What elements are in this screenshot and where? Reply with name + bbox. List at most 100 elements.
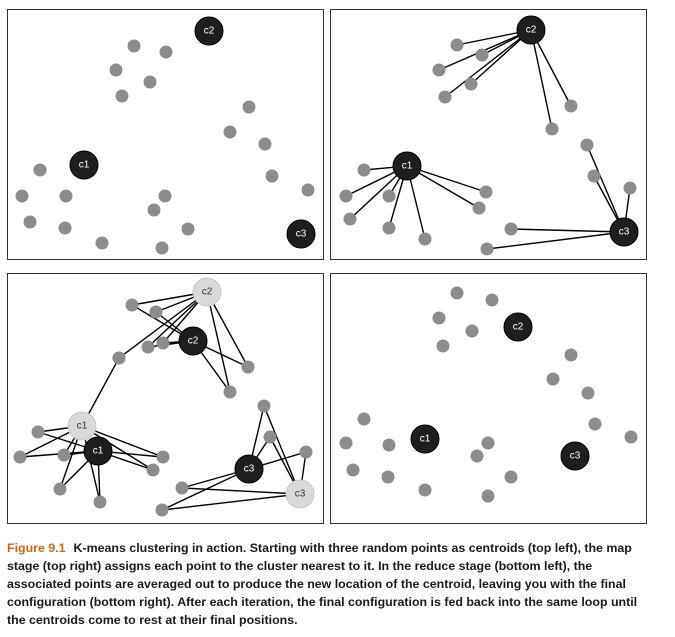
centroid-label: c3 bbox=[295, 489, 306, 500]
assignment-line bbox=[444, 29, 532, 98]
centroid-marker bbox=[178, 326, 208, 356]
data-point bbox=[156, 336, 170, 350]
data-point bbox=[357, 163, 371, 177]
centroid-c3: c3 bbox=[286, 219, 316, 249]
assignment-line bbox=[263, 405, 301, 495]
data-point bbox=[485, 293, 499, 307]
data-point bbox=[450, 286, 464, 300]
centroid-label: c3 bbox=[570, 451, 581, 462]
figure-label: Figure 9.1 bbox=[7, 541, 66, 555]
assignment-line bbox=[206, 291, 231, 393]
centroid-c3: c3 bbox=[560, 441, 590, 471]
centroid-c2-previous: c2 bbox=[192, 277, 222, 307]
data-point bbox=[438, 90, 452, 104]
centroid-c2: c2 bbox=[503, 312, 533, 342]
data-point bbox=[13, 450, 27, 464]
data-point bbox=[475, 48, 489, 62]
data-point bbox=[464, 77, 478, 91]
panel-top-right: c1 c2 c3 bbox=[330, 9, 647, 260]
centroid-marker bbox=[392, 151, 422, 181]
data-point bbox=[181, 222, 195, 236]
data-point bbox=[149, 305, 163, 319]
centroid-c3: c3 bbox=[609, 217, 639, 247]
centroid-c1: c1 bbox=[392, 151, 422, 181]
data-point bbox=[301, 183, 315, 197]
data-point bbox=[58, 221, 72, 235]
data-point bbox=[263, 430, 277, 444]
data-point bbox=[146, 463, 160, 477]
centroid-marker bbox=[67, 411, 97, 441]
data-point bbox=[432, 63, 446, 77]
data-point bbox=[93, 495, 107, 509]
data-point bbox=[504, 222, 518, 236]
data-point bbox=[143, 75, 157, 89]
data-point bbox=[564, 348, 578, 362]
centroid-marker bbox=[69, 150, 99, 180]
centroid-marker bbox=[192, 277, 222, 307]
data-point bbox=[343, 212, 357, 226]
data-point bbox=[418, 483, 432, 497]
centroid-c2: c2 bbox=[194, 16, 224, 46]
data-point bbox=[95, 236, 109, 250]
centroid-c1: c1 bbox=[410, 424, 440, 454]
data-point bbox=[155, 503, 169, 517]
data-point bbox=[623, 181, 637, 195]
data-point bbox=[15, 189, 29, 203]
data-point bbox=[381, 470, 395, 484]
data-point bbox=[31, 425, 45, 439]
data-point bbox=[223, 125, 237, 139]
data-point bbox=[141, 340, 155, 354]
data-point bbox=[109, 63, 123, 77]
diagram-top-left: c1 c2 c3 bbox=[15, 16, 316, 255]
data-point bbox=[127, 39, 141, 53]
data-point bbox=[158, 189, 172, 203]
diagram-top-right: c1 c2 c3 bbox=[339, 15, 639, 256]
data-point bbox=[624, 430, 638, 444]
data-point bbox=[581, 386, 595, 400]
centroid-label: c3 bbox=[296, 229, 307, 240]
centroid-label: c3 bbox=[244, 464, 255, 475]
centroid-marker bbox=[286, 219, 316, 249]
data-point bbox=[587, 169, 601, 183]
centroid-c3-previous: c3 bbox=[285, 479, 315, 509]
assignment-line bbox=[530, 29, 553, 130]
data-point bbox=[545, 122, 559, 136]
data-point bbox=[223, 385, 237, 399]
centroid-c2: c2 bbox=[516, 15, 546, 45]
data-point bbox=[339, 436, 353, 450]
assignment-line bbox=[510, 228, 625, 233]
centroid-label: c1 bbox=[402, 161, 413, 172]
centroid-label: c1 bbox=[93, 446, 104, 457]
data-point bbox=[258, 137, 272, 151]
centroid-label: c2 bbox=[204, 26, 215, 37]
panel-top-left: c1 c2 c3 bbox=[7, 9, 324, 260]
centroid-label: c2 bbox=[202, 287, 213, 298]
centroid-marker bbox=[503, 312, 533, 342]
data-point bbox=[481, 436, 495, 450]
data-point bbox=[546, 372, 560, 386]
data-point bbox=[479, 185, 493, 199]
data-point bbox=[125, 298, 139, 312]
centroid-label: c2 bbox=[526, 25, 537, 36]
figure-caption-text: K-means clustering in action. Starting w… bbox=[7, 541, 638, 627]
centroid-marker bbox=[609, 217, 639, 247]
data-point bbox=[112, 351, 126, 365]
data-point bbox=[242, 100, 256, 114]
panel-bottom-right: c2 c1 c3 bbox=[330, 273, 647, 524]
data-point bbox=[382, 221, 396, 235]
data-point bbox=[339, 189, 353, 203]
centroid-label: c1 bbox=[77, 421, 88, 432]
centroid-label: c1 bbox=[79, 160, 90, 171]
data-point bbox=[580, 138, 594, 152]
centroid-label: c2 bbox=[513, 322, 524, 333]
centroid-label: c1 bbox=[420, 434, 431, 445]
centroid-marker bbox=[516, 15, 546, 45]
data-point bbox=[175, 481, 189, 495]
data-point bbox=[59, 189, 73, 203]
data-point bbox=[382, 438, 396, 452]
centroid-marker bbox=[234, 454, 264, 484]
data-point bbox=[465, 324, 479, 338]
